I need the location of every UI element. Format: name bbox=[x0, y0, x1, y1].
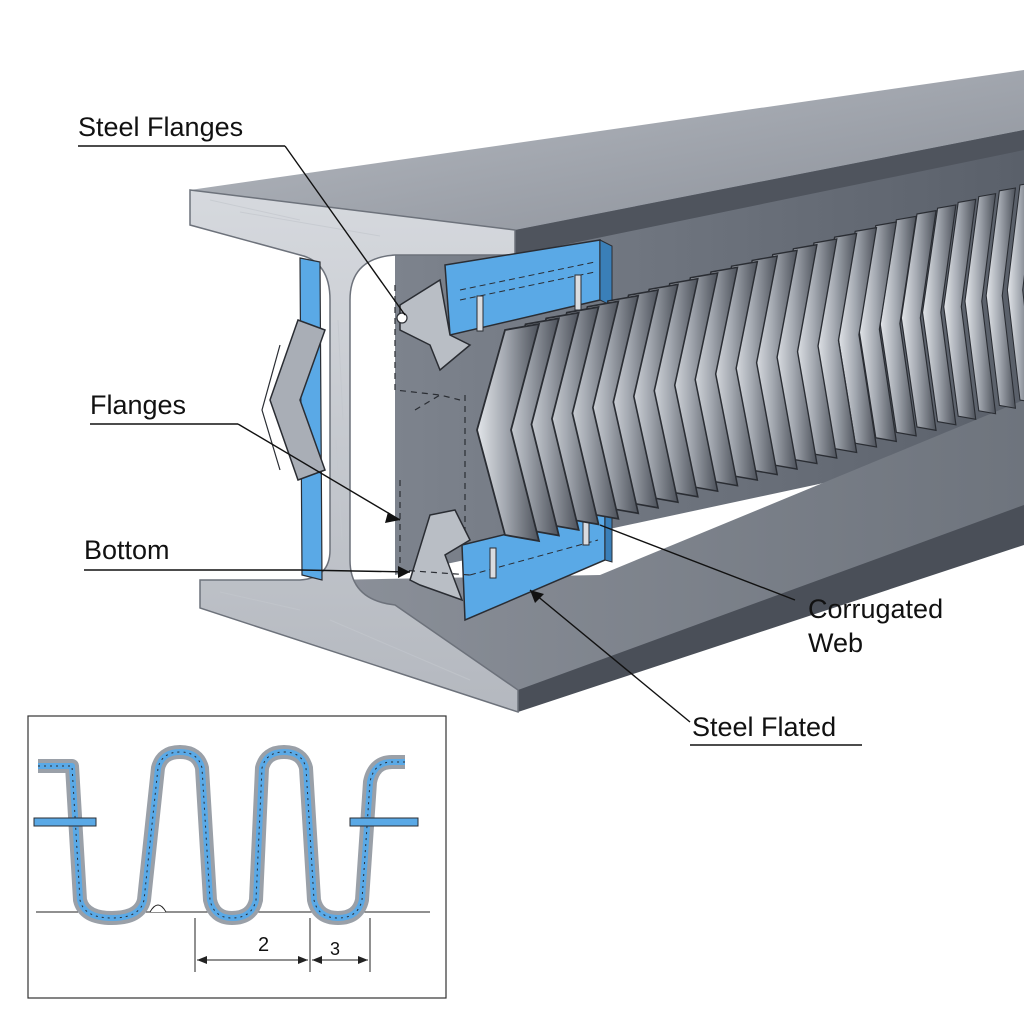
inset-right-tab bbox=[349, 817, 419, 827]
label-flanges: Flanges bbox=[90, 390, 186, 420]
dim-arrow bbox=[358, 956, 368, 964]
label-corrugated-web-line2: Web bbox=[808, 628, 863, 658]
leader-bottom bbox=[299, 569, 411, 573]
left-web-profile bbox=[261, 257, 326, 581]
corrugated-fin bbox=[1006, 183, 1024, 402]
leader-flanges bbox=[237, 423, 401, 521]
corrugated-fin bbox=[476, 322, 541, 543]
corrugated-fin bbox=[985, 187, 1017, 409]
corrugated-fin bbox=[943, 198, 977, 420]
corrugated-web bbox=[476, 183, 1024, 543]
label-steel-flated: Steel Flated bbox=[692, 712, 836, 742]
dim-arrow bbox=[298, 956, 308, 964]
top-flange-edge bbox=[515, 130, 1024, 255]
inset-baseline-bump bbox=[149, 904, 167, 913]
label-corrugated-web-line1: Corrugated bbox=[808, 594, 943, 624]
lower-plate bbox=[409, 509, 613, 622]
bottom-flange-edge bbox=[518, 505, 1024, 712]
top-flange-top-surface bbox=[190, 70, 1024, 230]
inset-left-tab bbox=[33, 817, 97, 827]
dim-arrow bbox=[312, 956, 322, 964]
leader-steel-flanges bbox=[284, 145, 406, 316]
beam-end-face bbox=[189, 189, 519, 714]
leader-lines bbox=[78, 145, 862, 746]
face-texture bbox=[209, 199, 471, 681]
leader-steel-flated bbox=[529, 589, 691, 723]
corrugated-fin bbox=[921, 204, 957, 426]
dimension-label-2: 2 bbox=[258, 934, 269, 956]
label-bottom: Bottom bbox=[84, 535, 170, 565]
leader-arrowheads bbox=[385, 512, 544, 603]
inset-profile-inner bbox=[38, 749, 405, 921]
corrugated-fin bbox=[964, 192, 997, 415]
label-steel-flanges: Steel Flanges bbox=[78, 112, 243, 142]
upper-plate bbox=[396, 239, 613, 372]
bottom-flange-top-surface bbox=[300, 400, 1024, 700]
leader-corrugated-web bbox=[599, 524, 796, 601]
dim-arrow bbox=[197, 956, 207, 964]
inset-cross-section: 2 3 bbox=[27, 715, 447, 999]
dimension-label-3: 3 bbox=[330, 939, 340, 959]
